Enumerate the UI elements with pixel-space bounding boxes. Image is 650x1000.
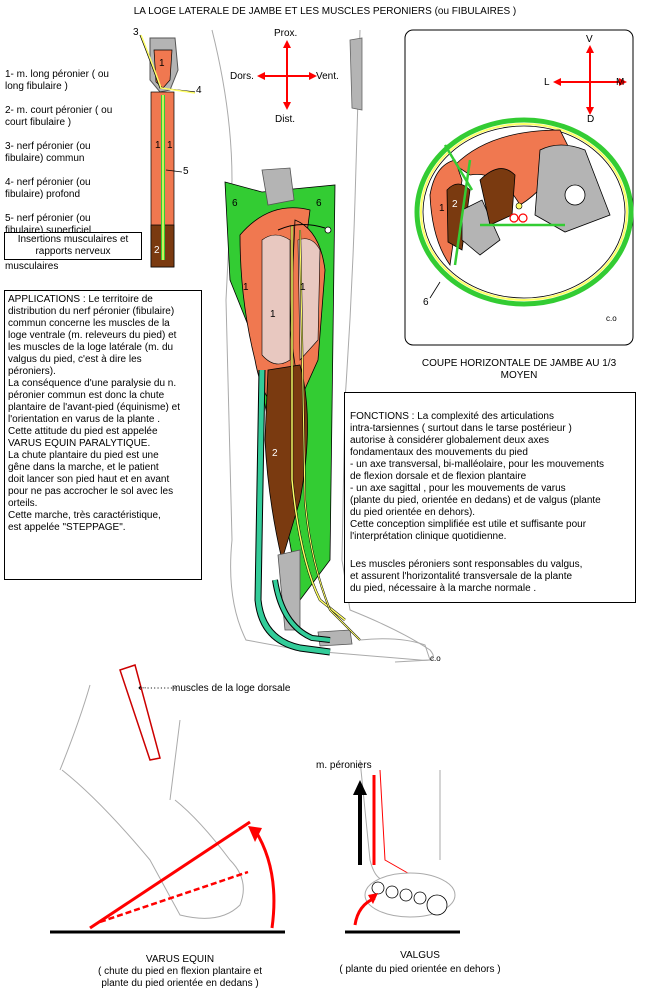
fonctions-box: FONCTIONS : La complexité des articulati… <box>344 392 636 603</box>
legend-item: 3- nerf péronier (ou fibulaire) commun <box>5 141 91 164</box>
label-1: 1 <box>159 58 165 69</box>
dotted-arrow: ⇠⋯⋯⋯ <box>138 683 177 694</box>
insertions-box: Insertions musculaires et rapports nerve… <box>4 232 142 260</box>
valgus-drawing <box>345 759 460 934</box>
orient-dist: Dist. <box>275 114 295 125</box>
section-label-6: 6 <box>423 297 429 308</box>
label-1-main: 1 <box>243 282 249 293</box>
orient-d: D <box>587 114 595 125</box>
legend-item: 4- nerf péronier (ou fibulaire) profond <box>5 177 91 200</box>
orient-vent: Vent. <box>316 71 339 82</box>
legend: 1- m. long péronier ( ou long fibulaire … <box>5 57 150 285</box>
cross-section <box>414 117 634 307</box>
fonctions-text-2: Les muscles péroniers sont responsables … <box>350 559 583 594</box>
label-1-main3: 1 <box>300 282 306 293</box>
orient-l: L <box>544 77 550 88</box>
valgus-title: VALGUS <box>400 950 440 961</box>
orientation-cross-left <box>257 40 317 110</box>
orient-m: M <box>616 77 625 88</box>
orient-prox: Prox. <box>274 28 298 39</box>
isolated-muscle-diagram <box>139 34 196 268</box>
label-m-peroniers: m. péroniers <box>316 760 372 771</box>
section-label-2: 2 <box>452 199 458 210</box>
coupe-caption: COUPE HORIZONTALE DE JAMBE AU 1/3 MOYEN <box>421 358 617 381</box>
orient-v: V <box>586 34 593 45</box>
label-muscles-loge-dorsale: muscles de la loge dorsale <box>172 683 291 694</box>
label-co-foot: c.o <box>430 654 441 663</box>
orient-dors: Dors. <box>230 71 254 82</box>
section-label-co: c.o <box>606 314 617 323</box>
orientation-cross-right <box>553 45 627 115</box>
fonctions-text: FONCTIONS : La complexité des articulati… <box>350 411 604 542</box>
varus-equin-title: VARUS EQUIN <box>145 954 215 965</box>
page-title: LA LOGE LATERALE DE JAMBE ET LES MUSCLES… <box>133 6 517 17</box>
leg-drawing <box>211 29 434 663</box>
label-4: 4 <box>196 85 202 96</box>
varus-equin-drawing <box>50 664 285 934</box>
legend-item: 2- m. court péronier ( ou court fibulair… <box>5 105 113 128</box>
varus-equin-subtitle: ( chute du pied en flexion plantaire et … <box>98 966 262 989</box>
label-1b: 1 <box>155 140 161 151</box>
label-6b: 6 <box>316 198 322 209</box>
legend-item: 5- nerf péronier (ou fibulaire) superfic… <box>5 213 92 236</box>
applications-box: APPLICATIONS : Le territoire de distribu… <box>4 290 202 580</box>
section-label-1: 1 <box>439 203 445 214</box>
legend-item: 1- m. long péronier ( ou long fibulaire … <box>5 69 109 92</box>
label-2: 2 <box>154 245 160 256</box>
valgus-subtitle: ( plante du pied orientée en dehors ) <box>339 964 501 975</box>
label-5: 5 <box>183 166 189 177</box>
label-6a: 6 <box>232 198 238 209</box>
label-1-main2: 1 <box>270 309 276 320</box>
label-2-main: 2 <box>272 448 278 459</box>
label-1c: 1 <box>167 140 173 151</box>
label-3: 3 <box>133 27 139 38</box>
